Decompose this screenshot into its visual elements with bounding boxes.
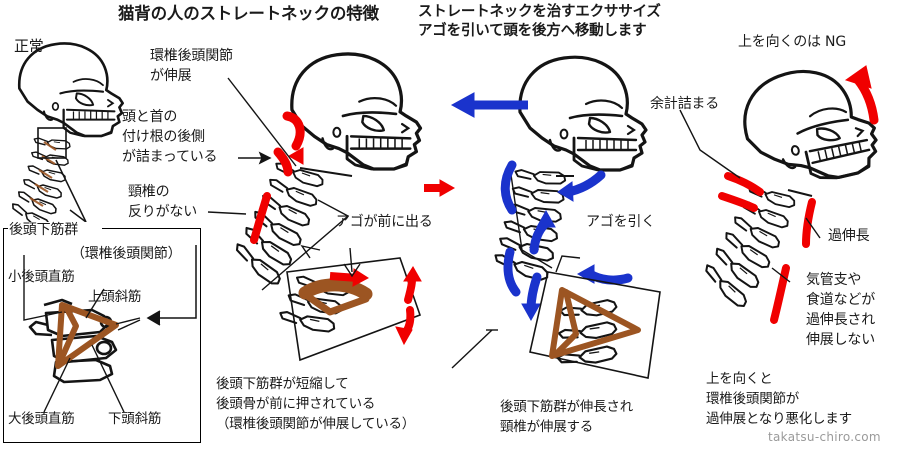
muscle-obliquus-capitis-inferior: 下頭斜筋 <box>108 411 162 427</box>
callout-overstretch: 過伸長 <box>828 228 870 244</box>
leader-lines-ng <box>679 109 821 283</box>
watermark: takatsu-chiro.com <box>768 430 881 444</box>
inset-detail-chin-tuck <box>529 255 661 379</box>
anatomy-box-subtitle: （環椎後頭関節） <box>71 246 182 262</box>
suboccipital-detail-box <box>3 228 201 443</box>
skeleton-forward-head <box>230 52 423 291</box>
callout-joint-extension-line1: 環椎後頭関節 <box>150 48 233 64</box>
skeleton-normal <box>8 42 124 234</box>
callout-chin-forward: アゴが前に出る <box>336 214 433 230</box>
muscle-rectus-capitis-post-major: 大後頭直筋 <box>8 411 75 427</box>
inset-detail-forward-head <box>277 244 422 362</box>
ng-title: 上を向くのは NG <box>738 34 846 50</box>
callout-airway-line4: 伸展しない <box>806 332 875 348</box>
callout-airway-line2: 食道などが <box>806 292 875 308</box>
callout-extra-jam: 余計詰まる <box>650 96 719 112</box>
callout-no-curve-line1: 頸椎の <box>128 184 170 200</box>
muscle-obliquus-capitis-superior: 上頭斜筋 <box>88 289 142 305</box>
exercise-title-line1: ストレートネックを治すエクササイズ <box>418 4 661 20</box>
callout-base-jam-line1: 頭と首の <box>122 109 178 125</box>
skeleton-chin-tuck <box>491 55 648 284</box>
callout-base-jam-line3: が詰まっている <box>122 149 218 165</box>
anatomy-box-title: 後頭下筋群 <box>9 222 78 238</box>
callout-base-jam-line2: 付け根の後側 <box>122 129 205 145</box>
exercise-bottom-line1: 後頭下筋群が伸長され <box>500 399 633 415</box>
callout-no-curve-line2: 反りがない <box>128 204 197 220</box>
callout-airway-line3: 過伸長され <box>806 312 875 328</box>
callout-airway-line1: 気管支や <box>806 272 862 288</box>
forward-bottom-line3: （環椎後頭関節が伸展している） <box>216 416 416 432</box>
callout-chin-tuck: アゴを引く <box>586 214 655 230</box>
page-title: 猫背の人のストレートネックの特徴 <box>118 4 379 23</box>
exercise-title-line2: アゴを引いて頭を後方へ移動します <box>418 23 647 39</box>
forward-bottom-line1: 後頭下筋群が短縮して <box>216 376 349 392</box>
ng-bottom-line1: 上を向くと <box>706 371 773 387</box>
exercise-bottom-line2: 頸椎が伸展する <box>500 419 594 435</box>
normal-label: 正常 <box>14 37 44 55</box>
muscle-rectus-capitis-post-minor: 小後頭直筋 <box>8 269 75 285</box>
red-arrows-inset-shortening <box>329 266 422 346</box>
forward-bottom-line2: 後頭骨が前に押されている <box>216 396 376 412</box>
blue-arrows-chin-tuck <box>450 92 633 322</box>
callout-joint-extension-line2: が伸展 <box>150 68 192 84</box>
ng-bottom-line2: 環椎後頭関節が <box>706 391 800 407</box>
ng-bottom-line3: 過伸展となり悪化します <box>706 411 852 427</box>
